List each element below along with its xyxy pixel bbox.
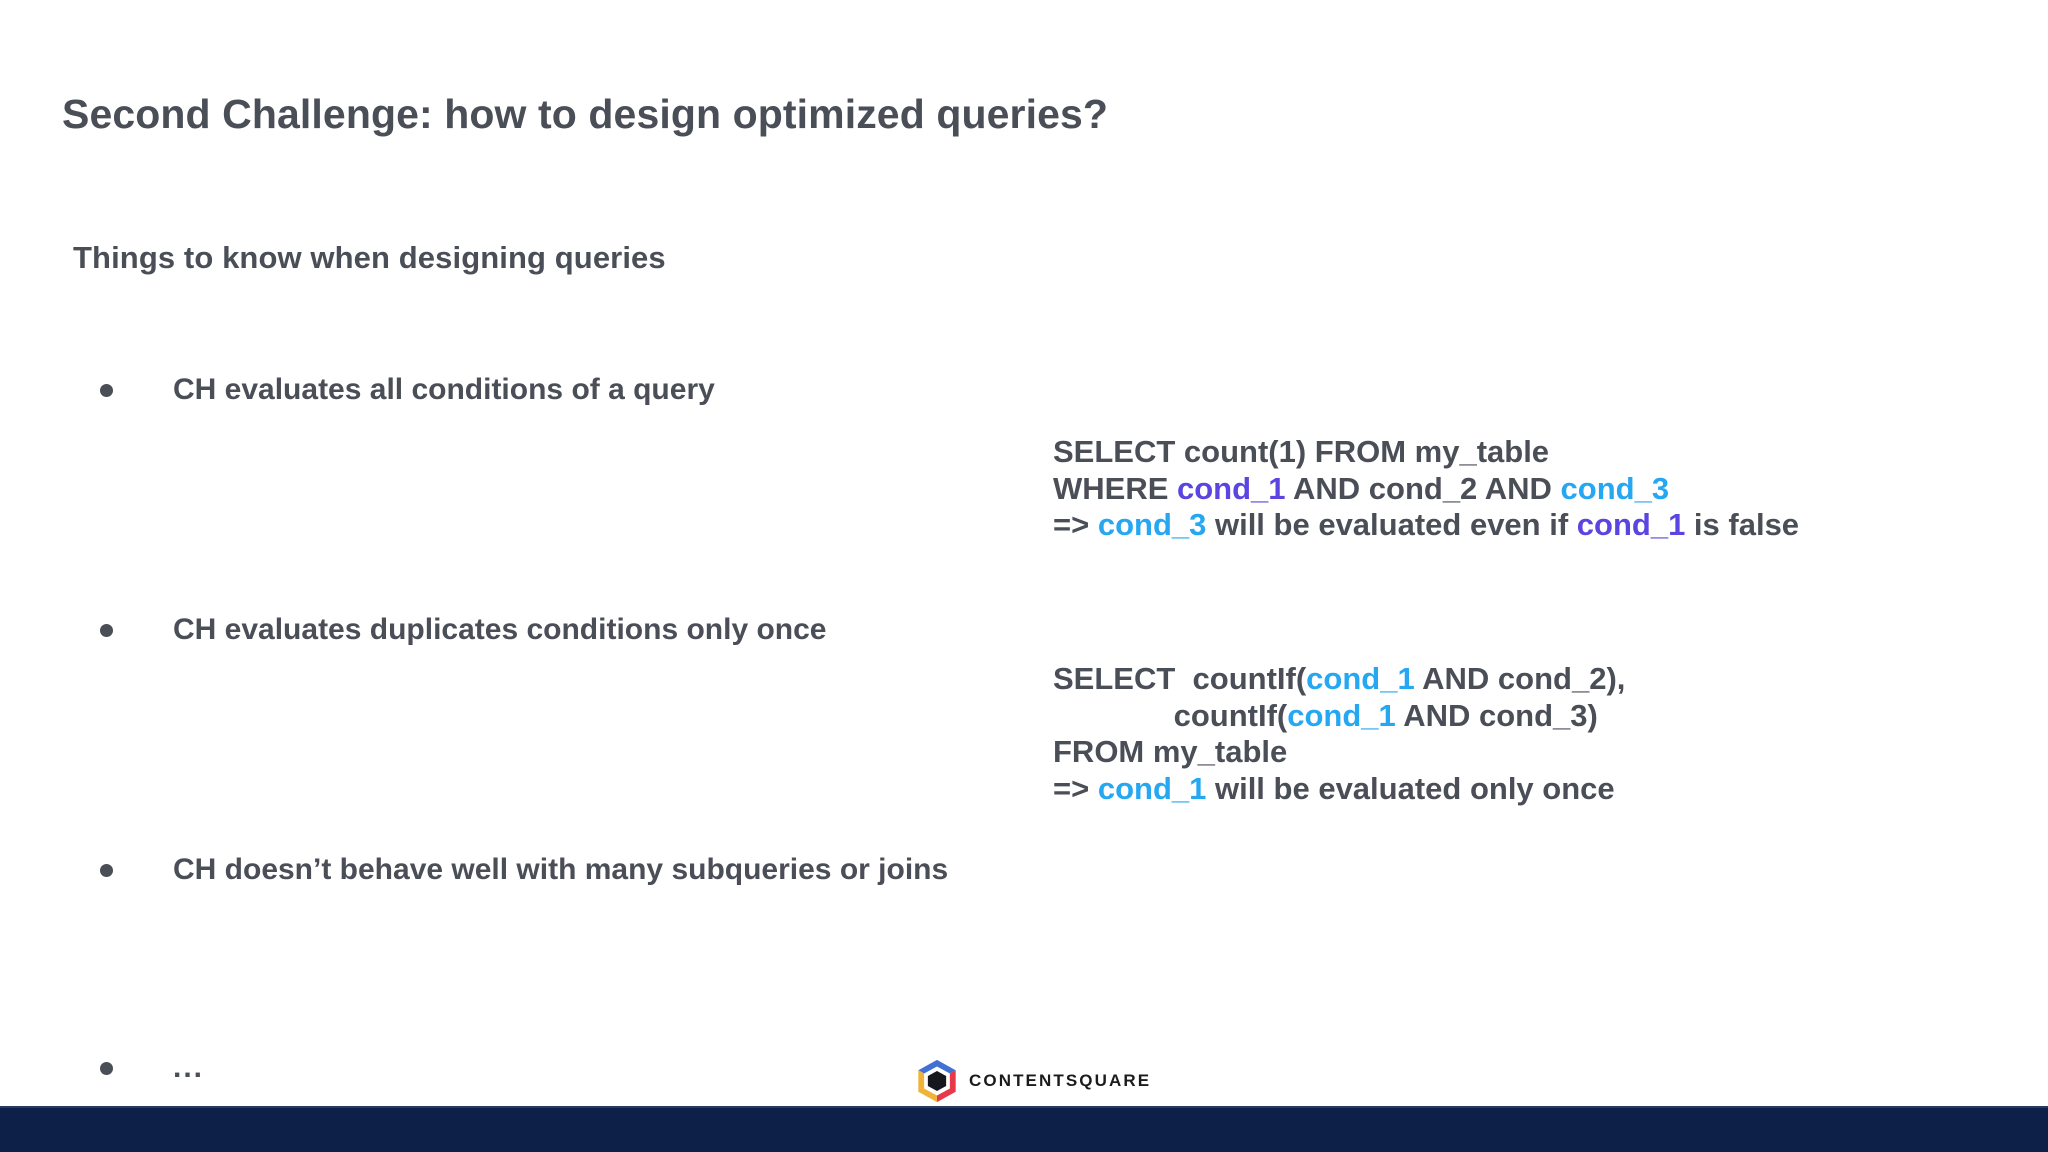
bullet-dot-icon [100, 864, 113, 877]
bullet-item-1: CH evaluates all conditions of a query [100, 370, 715, 409]
section-subtitle: Things to know when designing queries [73, 240, 666, 275]
bullet-label-4: ... [173, 1051, 205, 1084]
contentsquare-logo-icon [918, 1059, 956, 1103]
sql-token-highlight: cond_1 [1177, 470, 1286, 506]
sql-code-line: WHERE cond_1 AND cond_2 AND cond_3 [1053, 471, 1799, 508]
sql-code-line: countIf(cond_1 AND cond_3) [1053, 698, 1625, 735]
sql-token: will be evaluated even if [1206, 507, 1577, 543]
bullet-label-2: CH evaluates duplicates conditions only … [173, 613, 827, 646]
sql-token: SELECT count(1) FROM my_table [1053, 434, 1550, 469]
bullet-item-2: CH evaluates duplicates conditions only … [100, 610, 826, 649]
sql-snippet-2: SELECT countIf(cond_1 AND cond_2), count… [1053, 661, 1625, 807]
bottom-bar [0, 1108, 2048, 1152]
page-title: Second Challenge: how to design optimize… [62, 91, 1109, 138]
sql-token: SELECT countIf( [1053, 661, 1307, 696]
sql-token-highlight: cond_1 [1287, 697, 1396, 733]
bullet-dot-icon [100, 624, 113, 637]
brand-footer: CONTENTSQUARE [916, 1059, 1151, 1103]
bullet-dot-icon [100, 1062, 113, 1075]
bullet-dot-icon [100, 384, 113, 397]
sql-token: AND cond_3) [1395, 697, 1598, 733]
bullet-label-1: CH evaluates all conditions of a query [173, 373, 715, 406]
sql-token: will be evaluated only once [1206, 770, 1615, 806]
sql-token: is false [1685, 507, 1800, 543]
sql-code-line: => cond_3 will be evaluated even if cond… [1053, 507, 1799, 544]
sql-token-highlight: cond_1 [1097, 770, 1207, 806]
sql-code-line: FROM my_table [1053, 734, 1625, 771]
sql-token-highlight: cond_3 [1560, 470, 1670, 506]
sql-token-highlight: cond_3 [1097, 507, 1207, 543]
bullet-item-4: ... [100, 1048, 204, 1087]
sql-token: AND cond_2 AND [1285, 470, 1561, 506]
sql-token: AND cond_2), [1414, 661, 1626, 696]
sql-code-line: SELECT countIf(cond_1 AND cond_2), [1053, 661, 1625, 698]
sql-token: => [1053, 507, 1098, 543]
bullet-label-3: CH doesn’t behave well with many subquer… [173, 853, 949, 886]
sql-token-highlight: cond_1 [1576, 507, 1686, 543]
brand-wordmark: CONTENTSQUARE [969, 1071, 1152, 1090]
sql-code-line: => cond_1 will be evaluated only once [1053, 771, 1625, 808]
bullet-item-3: CH doesn’t behave well with many subquer… [100, 850, 948, 889]
sql-token: WHERE [1053, 470, 1177, 506]
sql-code-line: SELECT count(1) FROM my_table [1053, 434, 1799, 471]
sql-token: countIf( [1053, 697, 1288, 733]
sql-token: FROM my_table [1053, 734, 1288, 770]
sql-token-highlight: cond_1 [1306, 661, 1415, 696]
bottom-bar-hairline [0, 1106, 2048, 1108]
sql-token: => [1053, 770, 1098, 806]
